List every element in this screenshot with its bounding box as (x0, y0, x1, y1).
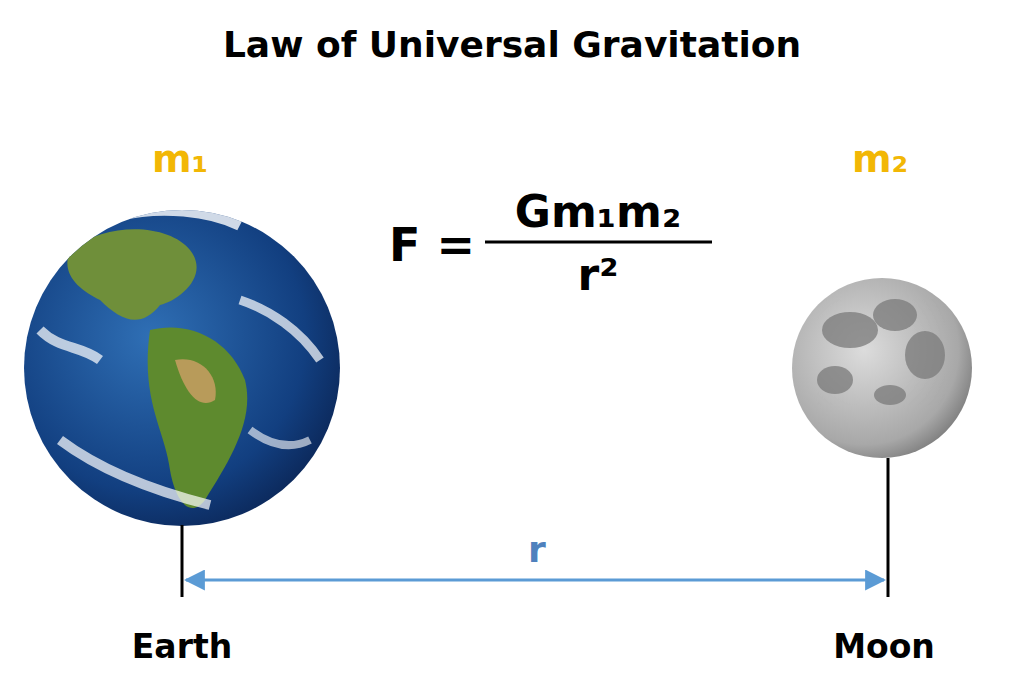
body-name: Moon (833, 629, 935, 665)
fraction-bar (485, 241, 712, 244)
marker-line (887, 458, 890, 597)
earth-picture (24, 210, 340, 526)
formula-part: F = (389, 220, 475, 271)
body-name: Earth (132, 629, 232, 665)
distance-label: r (528, 530, 546, 570)
title: Law of Universal Gravitation (223, 25, 801, 65)
formula-part: r² (578, 251, 619, 299)
mass-label: m₂ (852, 139, 908, 181)
marker-line (181, 525, 184, 597)
mass-label: m₁ (152, 139, 208, 181)
moon-picture (792, 278, 972, 458)
distance-arrow (186, 579, 884, 582)
formula-part: Gm₁m₂ (515, 188, 681, 236)
